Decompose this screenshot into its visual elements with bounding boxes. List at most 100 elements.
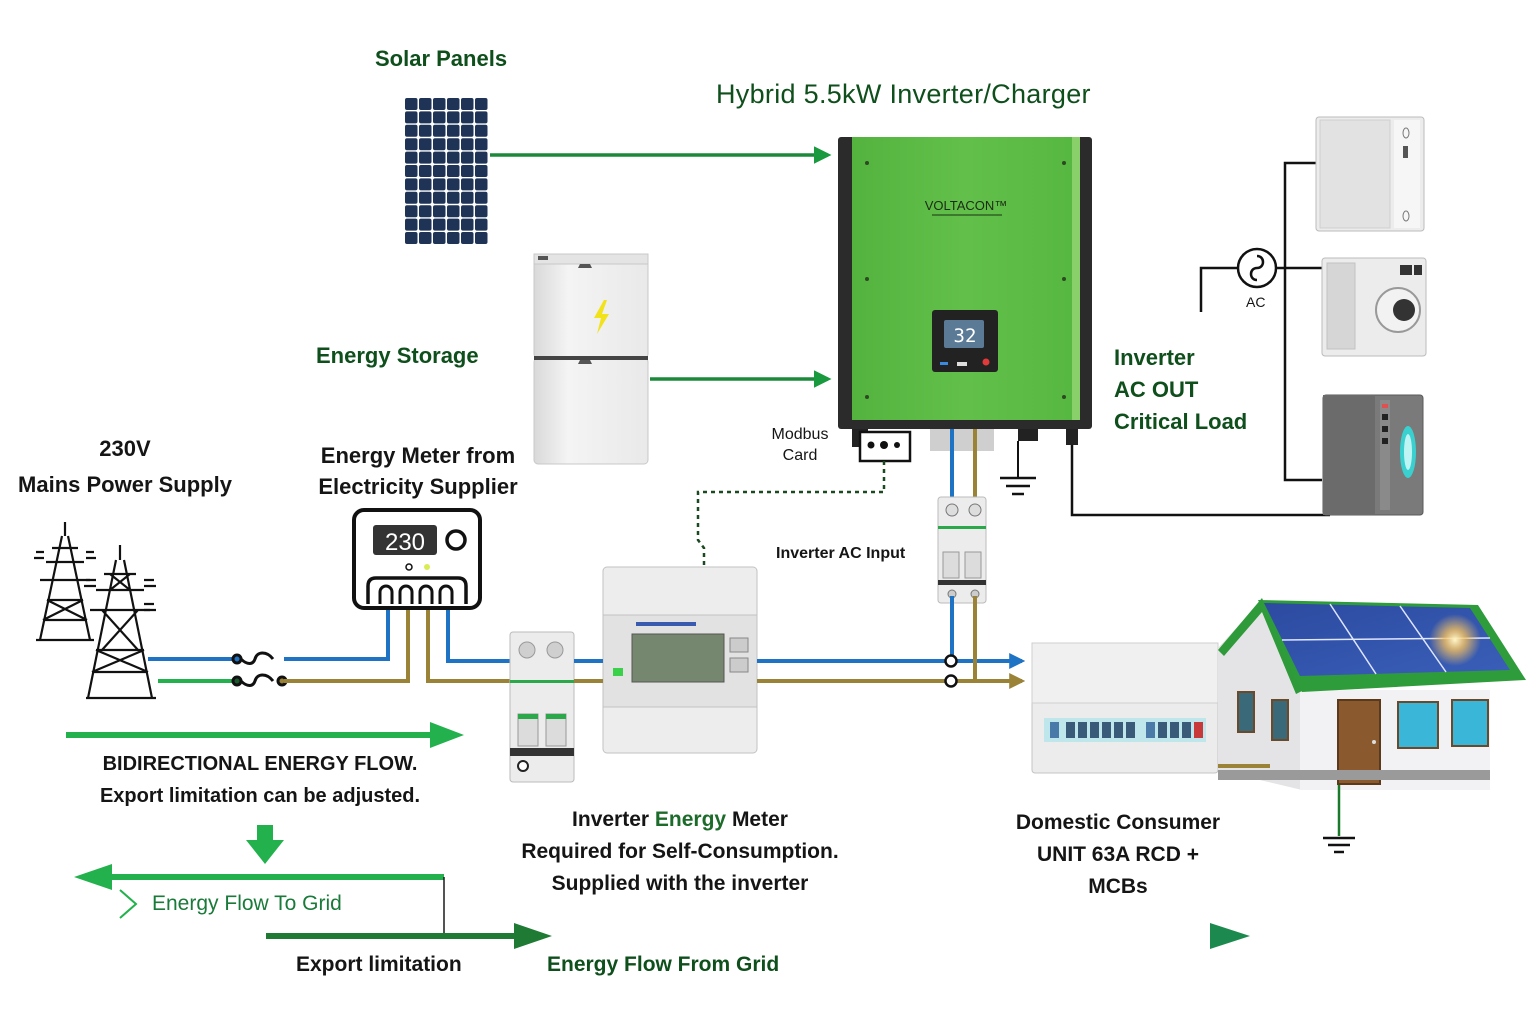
solar-cell — [447, 218, 460, 231]
breaker-switch — [1090, 722, 1099, 738]
supplier-meter-label-line2: Electricity Supplier — [318, 474, 518, 499]
bidirectional-flow-arrowhead — [430, 722, 464, 748]
solar-cell — [475, 191, 488, 204]
solar-cell — [405, 98, 418, 110]
battery-storage-icon — [533, 253, 649, 465]
solar-cell — [447, 138, 460, 151]
breaker-switch — [1102, 722, 1111, 738]
down-arrow-icon — [246, 825, 284, 864]
bidirectional-line2: Export limitation can be adjusted. — [99, 785, 421, 807]
inverter-meter-line3: Supplied with the inverter — [551, 872, 809, 895]
solar-cell — [433, 218, 446, 231]
breaker-switch — [1126, 722, 1135, 738]
solar-cell — [419, 178, 432, 191]
power-pylon-icon — [34, 522, 156, 700]
solar-cell — [475, 205, 488, 218]
solar-cell — [461, 98, 474, 110]
inverter-energy-meter-icon — [602, 566, 758, 754]
modbus-label-line1: Modbus — [771, 426, 829, 443]
inverter-meter-highlight: Energy — [654, 808, 727, 831]
breaker-switch — [1114, 722, 1123, 738]
modbus-card-label: Modbus Card — [760, 424, 840, 466]
inverter-meter-line1: Inverter Energy Meter — [500, 804, 860, 836]
modbus-card-icon — [858, 430, 912, 463]
energy-storage-label: Energy Storage — [316, 343, 479, 368]
solar-cell — [433, 205, 446, 218]
solar-cell — [461, 138, 474, 151]
solar-cell — [461, 218, 474, 231]
solar-cell — [447, 232, 460, 244]
solar-cell — [461, 124, 474, 137]
solar-cell — [405, 165, 418, 177]
export-limitation-label: Export limitation — [296, 953, 462, 976]
supplier-meter-label: Energy Meter from Electricity Supplier — [300, 440, 536, 502]
solar-cell — [419, 165, 432, 177]
consumer-unit-label: Domestic Consumer UNIT 63A RCD + MCBs — [990, 807, 1246, 903]
solar-cell — [405, 124, 418, 137]
breaker-switch — [1078, 722, 1087, 738]
live-wire-to-supplier-meter — [284, 604, 390, 661]
solar-cell — [461, 191, 474, 204]
solar-cell — [405, 111, 418, 124]
ac-source-symbol — [1199, 247, 1324, 312]
solar-cell — [433, 151, 446, 164]
solar-cell — [405, 232, 418, 244]
consumer-unit-line2: UNIT 63A RCD + — [1036, 843, 1199, 866]
ac-out-label-line1: Inverter — [1114, 345, 1195, 370]
inverter-input-mcb-icon — [937, 496, 987, 604]
energy-flow-to-grid-label: Energy Flow To Grid — [152, 892, 342, 915]
solar-cell — [433, 191, 446, 204]
inverter-brand-logo: VOLTACON™ — [925, 198, 1008, 213]
solar-cell — [447, 151, 460, 164]
solar-cell — [475, 111, 488, 124]
consumer-unit-line3: MCBs — [1088, 875, 1148, 898]
solar-cell — [461, 111, 474, 124]
solar-cell — [405, 138, 418, 151]
ac-out-line — [1070, 445, 1330, 517]
solar-cell — [419, 191, 432, 204]
energy-from-grid-arrowhead — [1210, 923, 1250, 949]
solar-cell — [433, 138, 446, 151]
energy-flow-from-grid-label: Energy Flow From Grid — [547, 953, 780, 976]
consumer-unit-icon — [1031, 642, 1219, 774]
solar-cell — [433, 232, 446, 244]
ac-source-label: AC — [1246, 294, 1266, 310]
live-wire-from-supplier-meter — [446, 604, 512, 663]
solar-cell — [475, 232, 488, 244]
solar-panel-icon — [404, 97, 488, 245]
solar-cell — [419, 151, 432, 164]
breaker-switch — [1194, 722, 1203, 738]
inverter-brand-tagline — [932, 214, 1002, 216]
energy-to-grid-arrowhead — [74, 864, 112, 890]
breaker-switch — [1066, 722, 1075, 738]
solar-panels-label: Solar Panels — [375, 46, 508, 71]
solar-cell — [447, 191, 460, 204]
ac-out-label-line2: AC OUT — [1114, 377, 1199, 402]
inverter-display-readout: 32 — [954, 325, 977, 347]
solar-cell — [419, 232, 432, 244]
modbus-communication-line — [696, 461, 886, 566]
solar-cell — [475, 178, 488, 191]
inverter-meter-line2: Required for Self-Consumption. — [521, 840, 839, 863]
inverter-ac-input-label: Inverter AC Input — [776, 545, 906, 562]
export-limitation-arrowhead — [514, 923, 552, 949]
solar-cell — [475, 165, 488, 177]
solar-cell — [419, 124, 432, 137]
inverter-energy-meter-label: Inverter Energy Meter Required for Self-… — [500, 804, 860, 900]
inverter-meter-suffix: Meter — [726, 808, 788, 831]
consumer-unit-line1: Domestic Consumer — [1015, 811, 1221, 834]
breaker-switch — [1050, 722, 1059, 738]
solar-cell — [475, 218, 488, 231]
hybrid-inverter — [838, 137, 1092, 451]
solar-cell — [447, 111, 460, 124]
chevron-right-icon — [119, 889, 138, 919]
solar-cell — [475, 124, 488, 137]
ac-out-label-line3: Critical Load — [1114, 409, 1248, 434]
inverter-title: Hybrid 5.5kW Inverter/Charger — [716, 79, 1091, 109]
solar-cell — [405, 218, 418, 231]
breaker-switch — [1170, 722, 1179, 738]
solar-cell — [447, 178, 460, 191]
solar-cell — [461, 178, 474, 191]
mains-supply-label: 230V Mains Power Supply — [10, 431, 240, 503]
